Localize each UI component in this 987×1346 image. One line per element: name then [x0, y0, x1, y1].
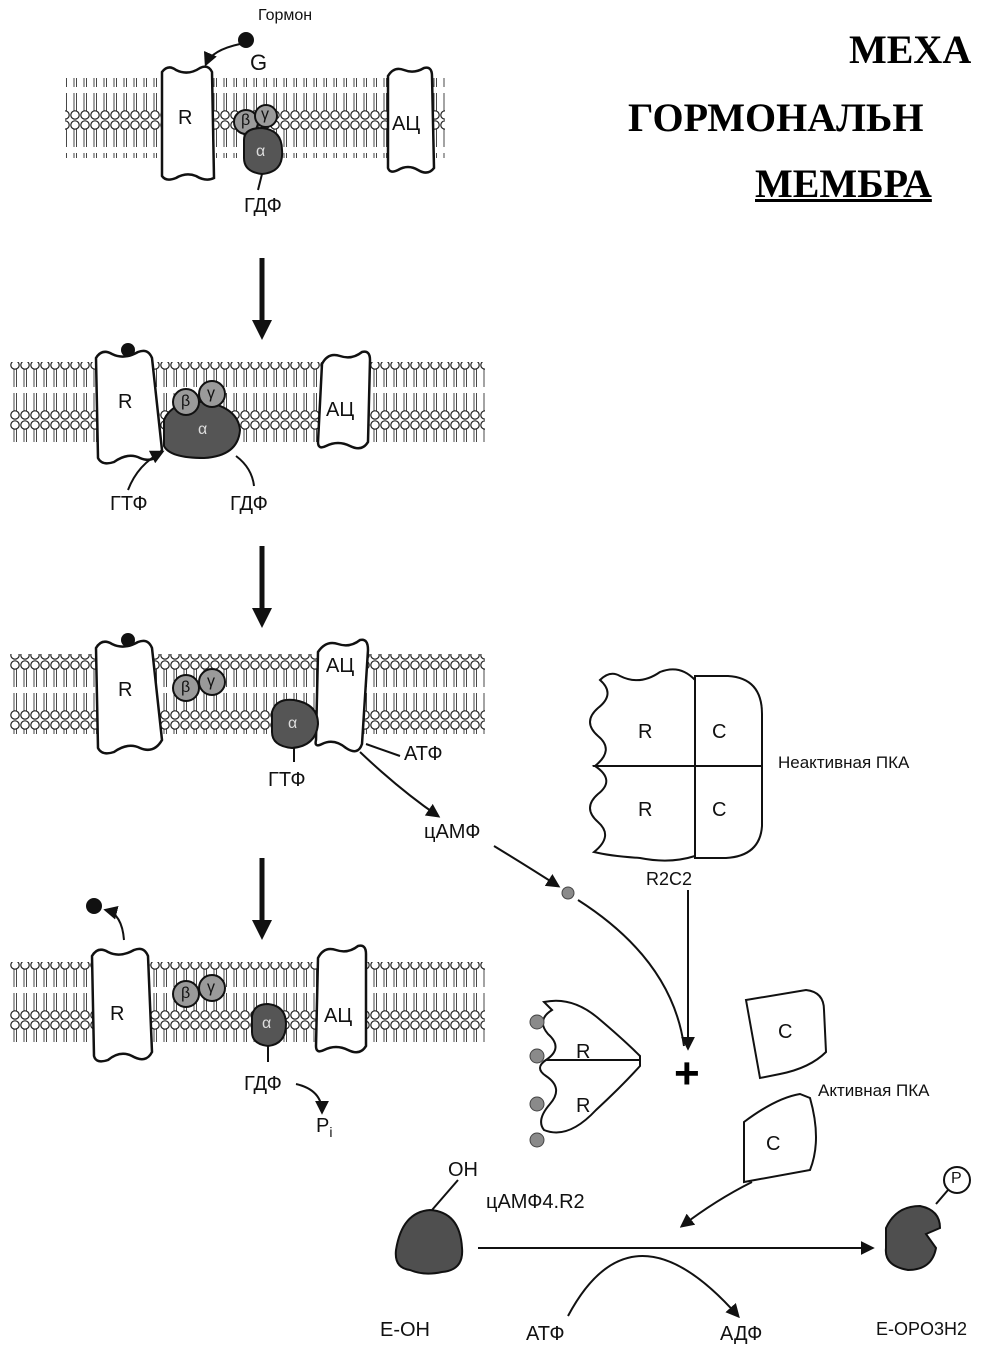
camp-r-label-top: R [576, 1042, 590, 1062]
camp-bound-dot-2 [530, 1049, 544, 1063]
camp-bound-dot-4 [530, 1133, 544, 1147]
alpha-label-3: α [288, 716, 297, 732]
pka-c-subunit-bottom [695, 766, 762, 858]
camp-r-label-bottom: R [576, 1096, 590, 1116]
gtp-label-2: ГТФ [110, 494, 148, 514]
e-oh-label: E-OH [380, 1320, 430, 1340]
active-c-label-1: C [778, 1022, 792, 1042]
e-opo3h2-label: E-OPO3H2 [876, 1320, 967, 1338]
phospho-label: P [951, 1171, 962, 1187]
adp-label-bottom: АДФ [720, 1324, 762, 1344]
pka-c-label-top: C [712, 722, 726, 742]
receptor-label-3: R [118, 680, 132, 700]
hormone-dot-1 [238, 32, 254, 48]
hormone-dot-4 [86, 898, 102, 914]
gtp-label-3: ГТФ [268, 770, 306, 790]
title-line-2: ГОРМОНАЛЬН [628, 98, 923, 138]
receptor-label-1: R [178, 108, 192, 128]
camp4-r2-complex [530, 1001, 640, 1147]
beta-label-4: β [181, 986, 190, 1002]
beta-label-1: β [241, 113, 250, 129]
plus-sign: + [674, 1052, 700, 1096]
panel-3 [10, 633, 485, 816]
camp-bound-dot-1 [530, 1015, 544, 1029]
pka-r-subunit-top [590, 669, 695, 766]
pi-subscript: i [329, 1124, 332, 1140]
inactive-pka-label: Неактивная ПКА [778, 754, 909, 771]
oh-label: OH [448, 1160, 478, 1180]
gdp-label-4: ГДФ [244, 1074, 282, 1094]
phosphorylation-reaction [396, 1167, 970, 1316]
atp-label-bottom: АТФ [526, 1324, 565, 1344]
r2c2-label: R2C2 [646, 870, 692, 888]
gamma-label-4: γ [207, 980, 215, 996]
gamma-label-2: γ [207, 386, 215, 402]
pi-symbol: P [316, 1115, 329, 1137]
active-c-label-2: C [766, 1134, 780, 1154]
inactive-pka [590, 669, 762, 860]
atp-label-3: АТФ [404, 744, 443, 764]
ac-label-1: АЦ [392, 114, 420, 134]
gamma-label-3: γ [207, 674, 215, 690]
camp-dot [562, 887, 574, 899]
enzyme-e-opo3h2 [886, 1206, 940, 1270]
adenylate-cyclase-4 [316, 946, 366, 1053]
alpha-label-1: α [256, 144, 265, 160]
pka-c-subunit-top [695, 676, 762, 766]
hormone-dot-2 [121, 343, 135, 357]
camp-bound-dot-3 [530, 1097, 544, 1111]
alpha-label-2: α [198, 422, 207, 438]
membrane-2 [10, 362, 485, 442]
pka-r-label-bottom: R [638, 800, 652, 820]
hormone-dot-3 [121, 633, 135, 647]
beta-label-2: β [181, 394, 190, 410]
alpha-label-4: α [262, 1016, 271, 1032]
ac-label-4: АЦ [324, 1006, 352, 1026]
active-pka-label: Активная ПКА [818, 1082, 930, 1099]
camp4-r2-label: цАМФ4.R2 [486, 1192, 585, 1212]
g-protein-label: G [250, 52, 267, 74]
pi-label: Pi [316, 1116, 332, 1139]
membrane-4 [10, 962, 485, 1042]
gdp-label-1: ГДФ [244, 196, 282, 216]
pka-r-label-top: R [638, 722, 652, 742]
beta-label-3: β [181, 680, 190, 696]
receptor-label-2: R [118, 392, 132, 412]
ac-label-2: АЦ [326, 400, 354, 420]
title-line-3: МЕМБРА [755, 164, 932, 204]
ac-label-3: АЦ [326, 656, 354, 676]
hormone-label: Гормон [258, 8, 312, 24]
camp-label: цАМФ [424, 822, 480, 842]
title-line-1: МЕХА [849, 30, 971, 70]
gdp-label-2: ГДФ [230, 494, 268, 514]
active-pka [744, 990, 826, 1182]
membrane-3 [10, 654, 485, 734]
gamma-label-1: γ [261, 107, 269, 123]
camp-r-subunit-top [543, 1001, 640, 1060]
receptor-label-4: R [110, 1004, 124, 1024]
pka-c-label-bottom: C [712, 800, 726, 820]
enzyme-e-oh [396, 1210, 462, 1274]
panel-2 [10, 343, 485, 490]
